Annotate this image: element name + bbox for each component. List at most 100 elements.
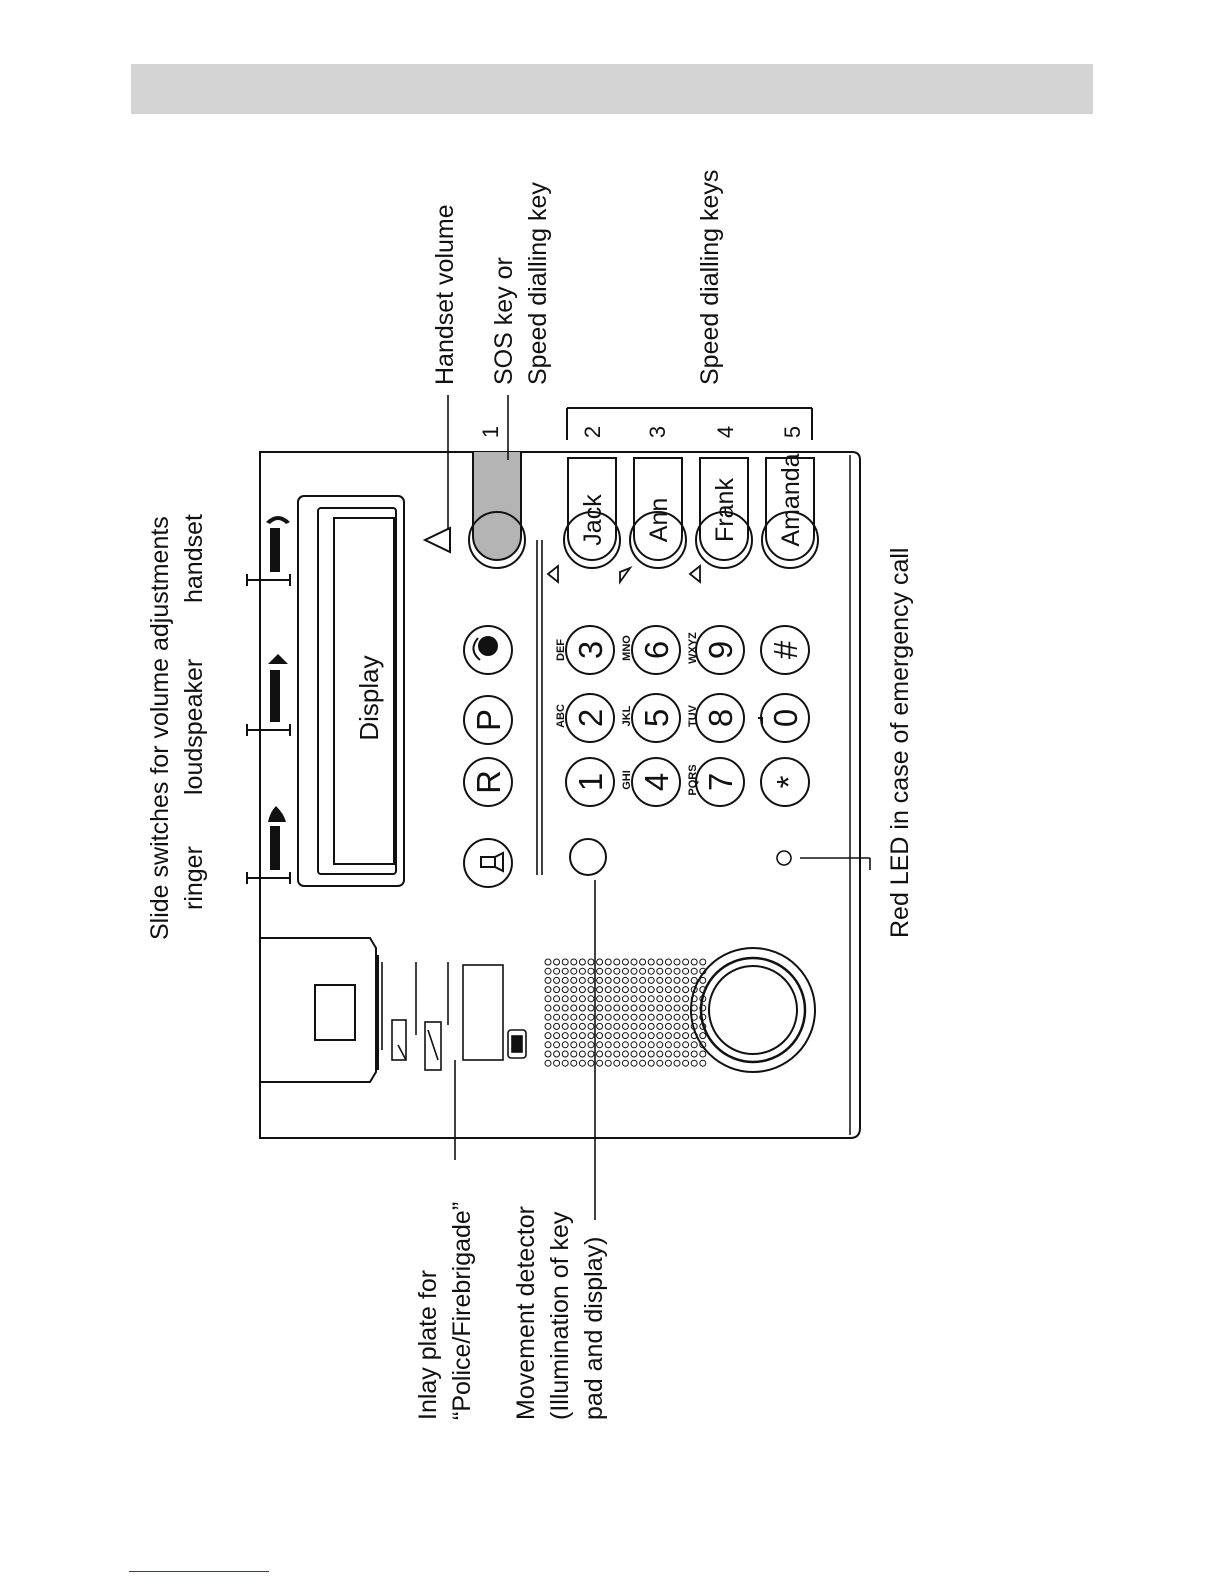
grille-dot (621, 1032, 629, 1040)
grille-dot (544, 1004, 552, 1012)
grille-dot (570, 958, 578, 966)
grille-dot (596, 976, 604, 984)
grille-dot (613, 967, 621, 975)
speed-dial-bracket (566, 407, 813, 440)
grille-dot (578, 1059, 586, 1067)
grille-dot (673, 1022, 681, 1030)
grille-dot (553, 995, 561, 1003)
key-hash[interactable] (760, 625, 810, 675)
grille-dot (673, 1041, 681, 1049)
grille-dot (656, 1050, 664, 1058)
grille-dot (553, 1004, 561, 1012)
speed-num-2: 2 (580, 426, 605, 438)
key-3[interactable] (565, 625, 615, 675)
key-8-label: 8 (702, 709, 739, 727)
grille-dot (544, 986, 552, 994)
grille-dot (613, 1022, 621, 1030)
grille-dot (604, 967, 612, 975)
grille-dot (621, 1004, 629, 1012)
grille-dot (613, 1032, 621, 1040)
sos-key[interactable] (468, 452, 526, 569)
abc-label: ABC (555, 704, 567, 728)
handset-volume-triangle[interactable] (422, 526, 451, 554)
grille-dot (553, 986, 561, 994)
red-led-label: Red LED in case of emergency call (886, 548, 914, 938)
sos-key-label-1: SOS key or (490, 257, 518, 385)
grille-dot (673, 1004, 681, 1012)
grille-dot (682, 958, 690, 966)
grille-dot (553, 1022, 561, 1030)
grille-dot (647, 1004, 655, 1012)
grille-dot (544, 976, 552, 984)
key-8[interactable] (695, 693, 745, 743)
grille-dot (682, 1032, 690, 1040)
grille-dot (544, 1041, 552, 1049)
fire-truck-icon (424, 1021, 442, 1071)
speaker-icon (480, 851, 504, 873)
grille-dot (613, 995, 621, 1003)
grille-dot (578, 1041, 586, 1049)
handset-cradle (260, 937, 379, 1083)
slide-switches[interactable] (246, 574, 291, 884)
grille-dot (613, 958, 621, 966)
grille-dot (647, 995, 655, 1003)
grille-dot (604, 1013, 612, 1021)
key-5[interactable] (631, 693, 681, 743)
display-frame (297, 495, 405, 887)
p-button[interactable] (463, 695, 513, 745)
grille-dot (561, 1013, 569, 1021)
key-5-label: 5 (638, 709, 675, 727)
grille-dot (544, 1050, 552, 1058)
grille-dot (664, 1041, 672, 1049)
speed-key-jack[interactable] (563, 457, 621, 569)
grille-dot (656, 1022, 664, 1030)
grille-dot (630, 1041, 638, 1049)
grille-dot (596, 1022, 604, 1030)
speaker-grille (544, 958, 707, 1067)
grille-dot (621, 986, 629, 994)
key-9[interactable] (695, 625, 745, 675)
grille-dot (596, 995, 604, 1003)
grille-dot (639, 986, 647, 994)
key-4[interactable] (631, 757, 681, 807)
grille-dot (682, 976, 690, 984)
handset-label: handset (180, 514, 208, 603)
grille-dot (613, 1050, 621, 1058)
speed-key-amanda[interactable] (761, 457, 819, 569)
grille-dot (647, 958, 655, 966)
key-7[interactable] (695, 757, 745, 807)
grille-dot (682, 1050, 690, 1058)
grille-dot (656, 1013, 664, 1021)
grille-dot (544, 1022, 552, 1030)
grille-dot (587, 976, 595, 984)
grille-dot (604, 1059, 612, 1067)
grille-dot (639, 1041, 647, 1049)
grille-dot (647, 1050, 655, 1058)
r-button[interactable] (463, 757, 513, 807)
grille-dot (570, 1032, 578, 1040)
space-icon (758, 717, 763, 724)
grille-dot (553, 1013, 561, 1021)
grille-dot (682, 1041, 690, 1049)
keypad-dividers (536, 540, 543, 875)
grille-dot (639, 1013, 647, 1021)
grille-dot (596, 1013, 604, 1021)
grille-dot (664, 1022, 672, 1030)
grille-dot (647, 1059, 655, 1067)
grille-dot (647, 976, 655, 984)
speed-num-3: 3 (645, 426, 670, 438)
speaker-button[interactable] (463, 838, 513, 888)
grille-dot (621, 967, 629, 975)
speed-key-ann[interactable] (629, 457, 687, 569)
grille-dot (570, 1013, 578, 1021)
grille-dot (544, 1032, 552, 1040)
grille-dot (613, 1041, 621, 1049)
speed-key-frank[interactable] (695, 457, 753, 569)
grille-dot (673, 958, 681, 966)
key-1[interactable] (565, 757, 615, 807)
grille-dot (647, 1013, 655, 1021)
key-2[interactable] (565, 693, 615, 743)
key-star[interactable] (760, 757, 810, 807)
key-6[interactable] (631, 625, 681, 675)
grille-dot (682, 1013, 690, 1021)
